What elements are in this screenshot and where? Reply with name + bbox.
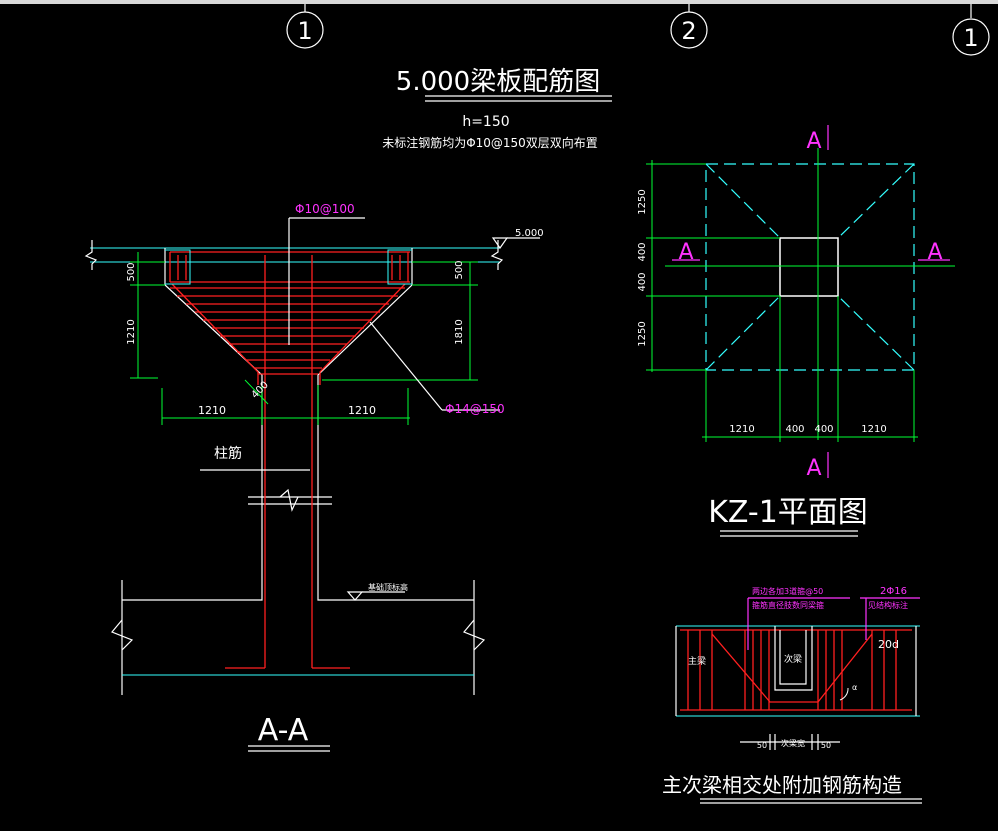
dim-bottom-left: 1210	[198, 404, 226, 417]
detail-note-2: 箍筋直径肢数同梁箍	[752, 600, 824, 610]
svg-text:A-A: A-A	[258, 713, 309, 748]
foundation-label: 基础顶标高	[368, 582, 408, 592]
beam-intersection-detail	[675, 597, 920, 750]
section-mark-right: A	[927, 240, 942, 265]
svg-text:5.000梁板配筋图: 5.000梁板配筋图	[396, 67, 600, 97]
dim-detail-right: 50	[821, 741, 831, 750]
slope-rebar-label: Φ14@150	[445, 402, 505, 416]
dim-v-mid-upper: 400	[637, 242, 648, 261]
dim-h-right: 1210	[861, 424, 886, 435]
section-aa-title: A-A	[248, 713, 330, 752]
kz1-plan-title: KZ-1平面图	[708, 495, 868, 537]
dim-v-bottom: 1250	[637, 321, 648, 346]
dim-left-top: 500	[126, 262, 137, 281]
detail-note-3: 2Φ16	[880, 586, 907, 597]
section-mark-left: A	[678, 240, 693, 265]
axis-bubble-1-left[interactable]: 1	[286, 4, 324, 49]
dim-h-mid-right: 400	[814, 424, 833, 435]
elevation-label: 5.000	[515, 228, 544, 239]
dim-h-left: 1210	[729, 424, 754, 435]
secondary-beam-label: 次梁	[784, 653, 802, 665]
axis-bubble-2[interactable]: 2	[670, 4, 708, 49]
dim-v-top: 1250	[637, 189, 648, 214]
angle-label: α	[852, 683, 857, 692]
column-bar-label: 柱筋	[214, 445, 242, 462]
section-mark-top: A	[806, 129, 821, 154]
dim-v-mid-lower: 400	[637, 272, 648, 291]
dim-right-haunch: 1810	[454, 319, 465, 344]
section-mark-bottom: A	[806, 456, 821, 481]
section-aa	[84, 217, 540, 695]
detail-note-4: 见结构标注	[868, 600, 908, 610]
beam-detail-title: 主次梁相交处附加钢筋构造	[662, 773, 922, 804]
svg-text:1: 1	[963, 24, 978, 52]
svg-text:主次梁相交处附加钢筋构造: 主次梁相交处附加钢筋构造	[662, 773, 902, 797]
slab-rebar-note: 未标注钢筋均为Φ10@150双层双向布置	[382, 135, 598, 150]
slab-plan-title: 5.000梁板配筋图	[396, 67, 612, 102]
svg-text:1: 1	[297, 17, 312, 45]
anchor-label: 20d	[878, 638, 899, 651]
svg-text:2: 2	[681, 17, 696, 45]
top-rebar-label: Φ10@100	[295, 202, 355, 216]
dim-left-haunch: 1210	[126, 319, 137, 344]
detail-note-1: 两边各加3道箍@50	[752, 586, 823, 596]
dim-detail-left: 50	[757, 741, 767, 750]
dim-bottom-right: 1210	[348, 404, 376, 417]
dim-right-top: 500	[454, 260, 465, 279]
dim-diag: 400	[250, 380, 271, 401]
window-top-edge	[0, 0, 998, 4]
slab-thickness: h=150	[462, 114, 509, 130]
main-beam-label: 主梁	[688, 655, 706, 667]
dim-detail-mid: 次梁宽	[781, 738, 805, 748]
svg-text:KZ-1平面图: KZ-1平面图	[708, 495, 868, 530]
axis-bubble-1-right[interactable]: 1	[952, 4, 990, 56]
kz1-plan	[646, 125, 955, 478]
dim-h-mid-left: 400	[785, 424, 804, 435]
